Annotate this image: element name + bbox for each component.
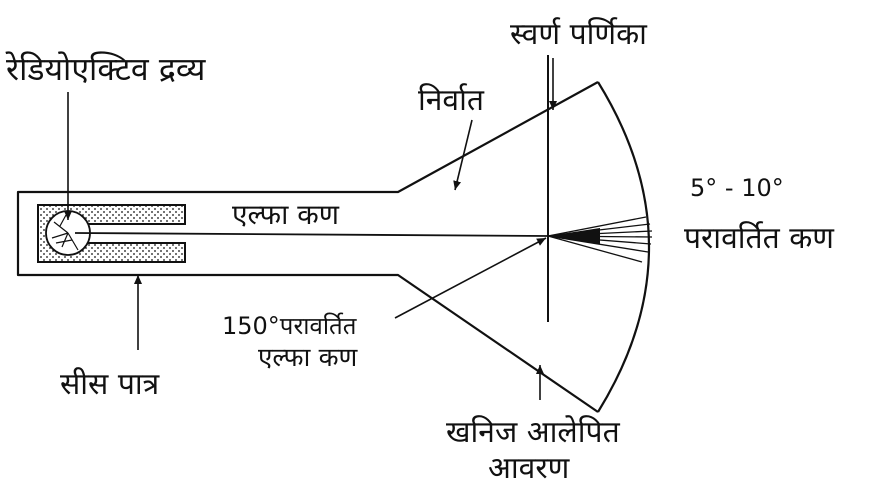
label-150-deflected-2: एल्फा कण: [258, 343, 359, 373]
alpha-beam: [74, 232, 549, 237]
tube-outline: [16, 81, 599, 413]
label-radioactive-substance: रेडियोएक्टिव द्रव्य: [5, 50, 206, 88]
label-alpha-particles: एल्फा कण: [232, 198, 340, 231]
label-mineral-coating-1: खनिज आलेपित: [446, 415, 621, 450]
arrow-vacuum: [453, 119, 473, 191]
label-gold-foil: स्वर्ण पर्णिका: [510, 17, 648, 52]
label-reflected-particles: परावर्तित कण: [684, 221, 835, 256]
coated-screen-arc: [597, 81, 651, 413]
arrow-150-deflected: [394, 237, 547, 319]
label-150-deflected-1: 150°परावर्तित: [222, 312, 358, 340]
label-vacuum: निर्वात: [418, 83, 485, 118]
ray-wedge: [548, 228, 600, 244]
label-mineral-coating-2: आवरण: [488, 451, 571, 486]
label-lead-container: सीस पात्र: [60, 367, 160, 402]
label-angle-small: 5° - 10°: [690, 174, 784, 202]
